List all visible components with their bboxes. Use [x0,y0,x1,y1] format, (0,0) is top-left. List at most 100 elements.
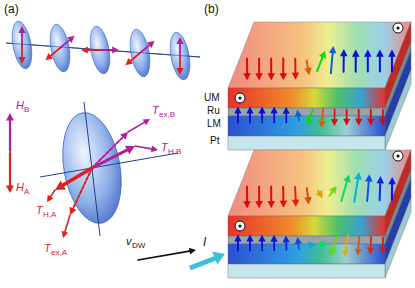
spin-upper [267,58,275,80]
torque-ex-b-shaft [128,122,145,132]
moment-b-shaft [140,44,150,53]
spin-lower [379,110,386,126]
moment-b-head [18,26,25,33]
spin-upper [279,58,287,80]
spin-lower-shaft [346,110,348,121]
torque-symbol: T [161,142,168,153]
spin-lower-shaft [382,110,384,120]
torque-symbol: T [36,205,43,216]
spin-lower [283,235,290,249]
spin-lower-head [283,107,290,114]
moment-a [18,45,25,64]
torque-ex-a [62,215,70,238]
spin-lower-head [367,119,374,126]
spin-upper-shaft [379,182,382,200]
spin-upper [243,186,251,208]
moment-b-shaft [21,32,23,45]
moment-b [176,37,183,56]
torque-h-a [47,190,55,202]
spin-upper-head [388,177,396,184]
axis-line [40,153,178,177]
layer-stack [228,22,411,150]
moment-a [176,56,183,75]
spin-lower-shaft [261,112,263,122]
moment-b-main-shaft [92,149,129,168]
spin-upper [243,58,251,80]
spin-upper-shaft [354,178,358,202]
spin-lower [295,110,302,121]
moment-a-head [18,57,25,64]
torque-ex-a-head [62,231,69,238]
subscript: H,A [43,211,56,219]
spin-lower-shaft [273,240,275,250]
spin-upper-shaft [258,186,260,202]
front-face [228,136,385,150]
spin-ellipse [47,23,73,73]
field-symbol: H [16,182,24,193]
spin-lower-shaft [334,109,336,120]
spin-lower [283,107,290,122]
spin-upper-head [329,186,336,194]
velocity-arrow [138,248,196,260]
spin-upper-shaft [343,55,345,72]
spin-lower [271,107,278,123]
velocity-arrow-shaft [138,251,191,260]
spin-upper-head [292,73,300,80]
spin-upper-shaft [282,187,284,202]
moment-a [125,53,140,65]
spin-upper-head [255,201,263,208]
subscript: DW [132,242,145,250]
out-of-plane-symbol [235,93,245,103]
spin-upper-shaft [341,180,347,201]
spin-upper [317,51,326,71]
moment-b-head [112,46,119,53]
moment-a-head [125,58,133,65]
spin-lower-shaft [237,112,239,122]
spin-upper-head [319,51,326,59]
front-face [228,264,385,278]
spin-lower [331,109,338,126]
spin-upper-shaft [331,52,333,74]
top-face [228,22,411,88]
spin-upper-shaft [294,187,297,201]
moment-a-dashed-head [70,207,77,215]
spin-upper [340,49,348,72]
spin-lower [367,110,374,126]
spin-lower-shaft [382,237,384,248]
front-face [228,116,385,136]
spin-lower-shaft [273,112,275,122]
torque-symbol: T [152,105,159,116]
spin-lower-shaft [358,110,360,121]
spin-lower [379,237,386,254]
spin-upper-shaft [355,55,357,71]
spin-lower-head [331,119,338,126]
spin-lower [246,235,253,251]
spin-upper-shaft [307,188,308,199]
spin-upper [292,59,300,80]
current-arrow-shaft [190,258,216,268]
torque-ex-b [128,119,150,132]
panel-label: (b) [204,3,219,15]
spin-lower [308,241,315,249]
torque-ex-a-shaft [65,215,70,233]
spin-lower-shaft [345,235,348,251]
field-a-head [6,185,14,193]
spin-upper-head [279,73,287,80]
spin-lower [355,110,362,126]
spin-lower-head [367,248,374,255]
moment-b-shaft [179,43,181,56]
spin-upper-shaft [367,180,369,201]
spin-lower [342,235,349,257]
spin-lower-shaft [309,110,313,120]
subscript: ex,A [51,249,67,257]
moment-a-shaft [179,56,181,69]
moment-b-head [147,41,155,48]
field-b-head [6,113,14,121]
moment-b-head [67,36,75,43]
spin-lower-shaft [370,237,372,249]
spin-lower [330,236,337,255]
spin-lower [258,235,265,251]
spin-upper-shaft [391,183,393,200]
spin-upper [329,46,337,73]
spin-lower [258,107,265,123]
